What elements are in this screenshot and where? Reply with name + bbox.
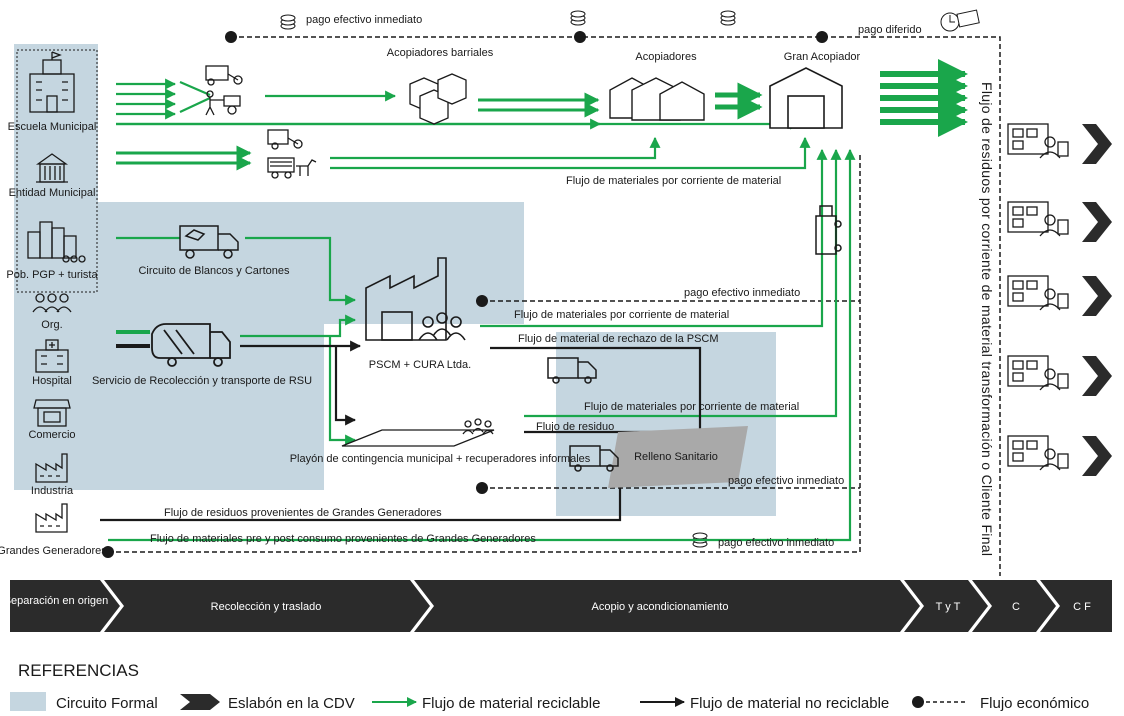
stage-cf-label: C F	[1073, 601, 1091, 613]
clock-card-icon	[940, 9, 980, 32]
stage-tyt	[904, 580, 988, 632]
flow-rechazo-label: Flujo de material de rechazo de la PSCM	[518, 333, 719, 345]
node-circuito-blancos-label: Circuito de Blancos y Cartones	[138, 265, 290, 277]
side-vertical-label: Flujo de residuos por corriente de mater…	[979, 82, 995, 556]
contingency-yard-icon	[341, 418, 495, 447]
node-gran-acopiador-label: Gran Acopiador	[784, 51, 861, 63]
stage-c	[972, 580, 1056, 632]
stage-recoleccion-label: Recolección y traslado	[211, 601, 322, 613]
neighborhood-collectors-boxes-icon	[409, 73, 467, 125]
stage-cf	[1040, 580, 1112, 632]
flow-corriente-pscm-label: Flujo de materiales por corriente de mat…	[514, 309, 729, 321]
coin-icon	[280, 10, 736, 548]
economic-flows	[108, 36, 1001, 576]
legend-formal-swatch	[10, 692, 46, 711]
client-office-icons	[1007, 123, 1069, 471]
node-relleno-label: Relleno Sanitario	[634, 451, 718, 463]
generator-industria-label: Industria	[31, 485, 74, 497]
legend-economic-dot	[912, 696, 924, 708]
vertical-truck-icon	[815, 205, 842, 255]
large-warehouse-icon	[769, 67, 843, 129]
flow-pago-relleno-label: pago efectivo inmediato	[728, 475, 844, 487]
generator-hospital-label: Hospital	[32, 375, 72, 387]
stage-acopio-label: Acopio y acondicionamiento	[592, 601, 729, 613]
generator-grandes-label: Grandes Generadores	[0, 545, 107, 557]
flow-corriente-playon-label: Flujo de materiales por corriente de mat…	[584, 401, 799, 413]
municipal-building-icon	[35, 153, 69, 183]
flow-corriente-1-label: Flujo de materiales por corriente de mat…	[566, 175, 781, 187]
node-pscm-label: PSCM + CURA Ltda.	[369, 359, 471, 371]
municipal-group-box	[16, 49, 98, 293]
node-playon-label: Playón de contingencia municipal + recup…	[290, 453, 591, 465]
generator-escuela-label: Escuela Municipal	[8, 121, 97, 133]
economic-flow-dots	[102, 31, 828, 558]
shop-icon	[33, 399, 71, 427]
legend-recyclable-label: Flujo de material reciclable	[422, 695, 600, 711]
box-truck-icon	[179, 225, 239, 259]
informal-collector-icon	[205, 65, 243, 116]
formal-circuit-region	[14, 44, 776, 516]
node-acopiadores-barriales-label: Acopiadores barriales	[387, 47, 494, 59]
generator-entidad-label: Entidad Municipal	[9, 187, 96, 199]
stage-recoleccion	[104, 580, 430, 632]
flow-pago-pscm-label: pago efectivo inmediato	[684, 287, 800, 299]
factory-icon	[35, 453, 68, 483]
organization-people-icon	[32, 293, 72, 313]
city-population-icon	[27, 221, 86, 263]
legend-formal-label: Circuito Formal	[56, 695, 158, 711]
generator-pob-label: Pob. PGP + turista	[6, 269, 98, 281]
generator-comercio-label: Comercio	[28, 429, 75, 441]
legend-nonrecyclable-label: Flujo de material no reciclable	[690, 695, 889, 711]
flow-grandes-materiales-label: Flujo de materiales pre y post consumo p…	[150, 533, 536, 545]
stage-tyt-label: T y T	[936, 601, 961, 613]
large-factory-icon	[35, 503, 68, 533]
stage-bar: Separación en origen Recolección y trasl…	[4, 580, 1112, 632]
rejection-truck-icon	[547, 357, 597, 384]
flow-residuo-label: Flujo de residuo	[536, 421, 614, 433]
node-servicio-recoleccion-label: Servicio de Recolección y transporte de …	[92, 375, 312, 387]
flow-pago-top-label: pago efectivo inmediato	[306, 14, 422, 26]
residue-truck-icon	[569, 445, 619, 472]
legend-chain-label: Eslabón en la CDV	[228, 695, 355, 711]
school-icon	[29, 51, 75, 113]
stage-separacion	[10, 580, 120, 632]
stage-acopio	[414, 580, 920, 632]
hospital-icon	[35, 339, 69, 373]
warehouse-icon	[609, 77, 705, 121]
garbage-truck-icon	[151, 323, 231, 367]
chain-link-chevrons	[1082, 124, 1112, 476]
recycling-plant-icon	[365, 257, 466, 341]
legend-economic-label: Flujo económico	[980, 695, 1089, 711]
legend-chain-swatch	[180, 694, 220, 710]
cart-horse-icon	[267, 129, 317, 179]
stage-c-label: C	[1012, 601, 1020, 613]
generator-org-label: Org.	[41, 319, 62, 331]
references-title: REFERENCIAS	[18, 661, 139, 680]
flow-pago-diferido-label: pago diferido	[858, 24, 922, 36]
stage-separacion-label: Separación en origen	[4, 595, 109, 607]
landfill-shape	[608, 426, 748, 488]
references-legend: REFERENCIAS Circuito Formal Eslabón en l…	[10, 661, 1089, 712]
flow-pago-bottom-label: pago efectivo inmediato	[718, 537, 834, 549]
node-acopiadores-label: Acopiadores	[635, 51, 697, 63]
flow-grandes-residuos-label: Flujo de residuos provenientes de Grande…	[164, 507, 442, 519]
